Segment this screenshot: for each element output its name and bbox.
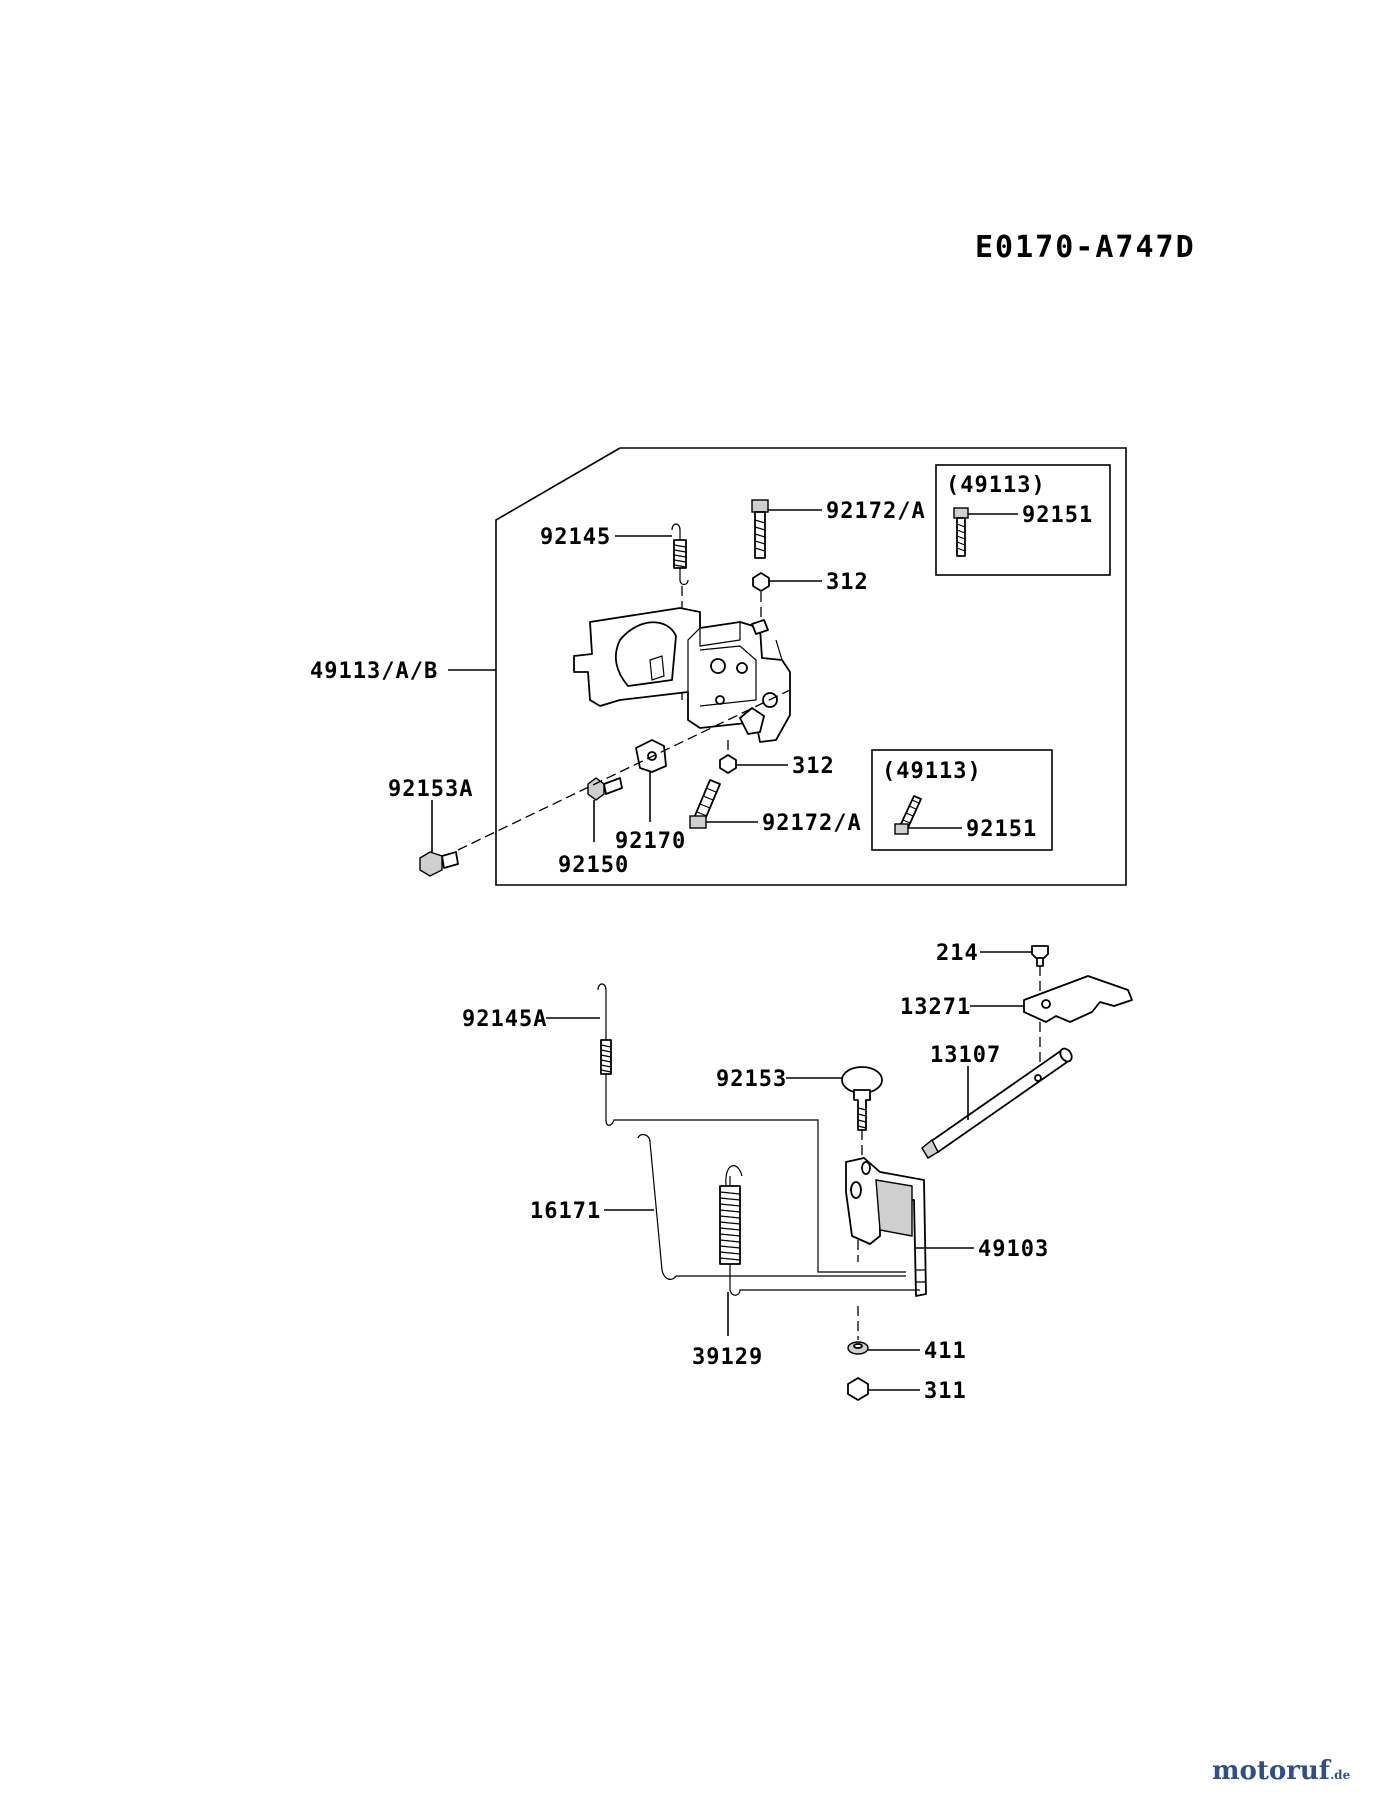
label-92150: 92150	[558, 853, 629, 878]
screw-214	[1031, 945, 1049, 967]
watermark-brand: motoruf	[1212, 1756, 1330, 1786]
rod-16171	[637, 1133, 906, 1280]
label-49103: 49103	[978, 1237, 1049, 1262]
bolt-92153A	[419, 851, 459, 877]
label-13107: 13107	[930, 1043, 1001, 1068]
upper-group-border	[495, 447, 1127, 886]
inset-top-bolt	[953, 507, 969, 557]
inset-bottom-title: (49113)	[882, 759, 982, 784]
inset-bottom-bolt	[894, 795, 922, 835]
nut-311	[847, 1377, 869, 1401]
inset-box-top	[935, 464, 1111, 576]
clip-92170	[635, 739, 667, 773]
label-39129: 39129	[692, 1345, 763, 1370]
spring-39129	[719, 1165, 920, 1296]
nut-312-top	[752, 572, 770, 592]
label-92145: 92145	[540, 525, 611, 550]
plate-13271	[1023, 975, 1133, 1023]
spring-rod-92145A	[597, 983, 906, 1273]
spring-92145	[671, 523, 689, 586]
nut-312-mid	[719, 754, 737, 774]
label-13271: 13271	[900, 995, 971, 1020]
washer-411	[847, 1341, 869, 1355]
label-92153: 92153	[716, 1067, 787, 1092]
inset-top-title: (49113)	[946, 473, 1046, 498]
label-92172A-bottom: 92172/A	[762, 811, 862, 836]
bolt-92172A-bottom	[689, 779, 721, 829]
diagram-code: E0170-A747D	[975, 230, 1196, 265]
label-312-mid: 312	[792, 754, 835, 779]
watermark-logo: motoruf.de	[1212, 1756, 1350, 1786]
label-92145A: 92145A	[462, 1007, 547, 1032]
label-inset2-92151: 92151	[966, 817, 1037, 842]
axis-bracket-bolt	[457, 689, 791, 851]
label-49113AB: 49113/A/B	[310, 659, 438, 684]
label-312-top: 312	[826, 570, 869, 595]
lever-49103	[845, 1157, 927, 1297]
label-16171: 16171	[530, 1199, 601, 1224]
inset-box-bottom	[871, 749, 1053, 851]
bolt-92153	[841, 1066, 883, 1131]
label-214: 214	[936, 941, 979, 966]
label-92153A: 92153A	[388, 777, 473, 802]
bolt-92172A-top	[751, 499, 769, 559]
label-92170: 92170	[615, 829, 686, 854]
label-92172A-top: 92172/A	[826, 499, 926, 524]
shaft-13107	[921, 1047, 1073, 1159]
label-inset1-92151: 92151	[1022, 503, 1093, 528]
watermark-tld: .de	[1330, 1768, 1351, 1782]
label-411: 411	[924, 1339, 967, 1364]
bolt-92150	[587, 777, 623, 801]
label-311: 311	[924, 1379, 967, 1404]
control-bracket-49113	[573, 607, 791, 743]
